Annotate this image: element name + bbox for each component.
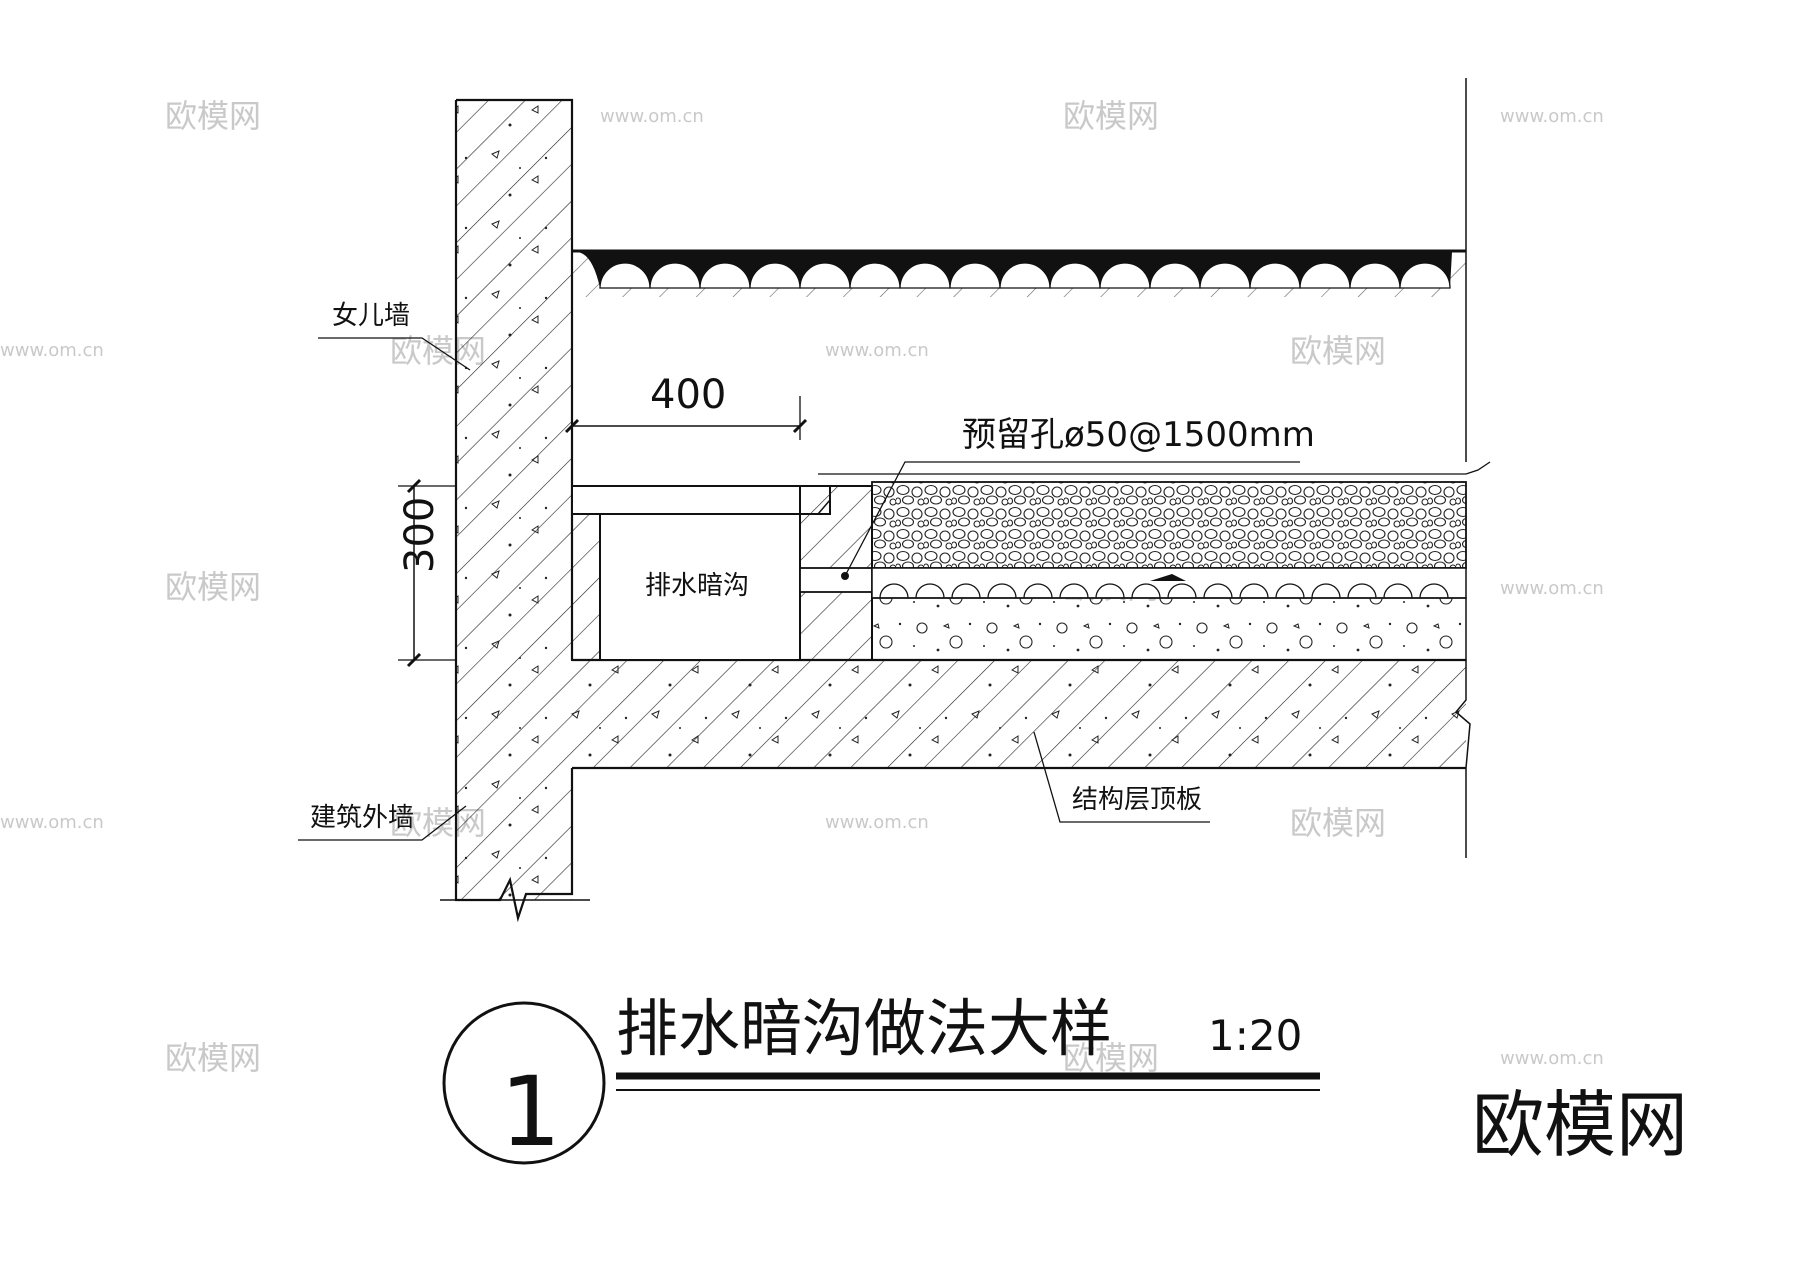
drain-inner-wall	[571, 513, 601, 661]
annotations: 女儿墙 建筑外墙 结构层顶板 预留孔ø50@1500mm	[298, 301, 1315, 841]
drain-cavity	[599, 513, 801, 661]
detail-number: 1	[500, 1056, 561, 1168]
watermark-url: www.om.cn	[825, 340, 929, 361]
parapet-label: 女儿墙	[332, 301, 410, 331]
watermark-url: www.om.cn	[1500, 578, 1604, 599]
exterior-wall-label: 建筑外墙	[310, 803, 414, 833]
watermark-brand: 欧模网	[1063, 1039, 1159, 1077]
watermark-url: www.om.cn	[0, 812, 104, 833]
watermark-url: www.om.cn	[0, 340, 104, 361]
wall	[440, 98, 590, 923]
roof-slab	[572, 658, 1471, 770]
gravel-layer	[871, 481, 1467, 569]
width-dimension: 400	[650, 372, 726, 418]
watermark-brand: 欧模网	[1063, 97, 1159, 135]
drain-label: 排水暗沟	[645, 571, 749, 601]
soil-surface	[572, 78, 1467, 858]
watermark-url: www.om.cn	[1500, 106, 1604, 127]
drawing-title: 排水暗沟做法大样	[616, 992, 1112, 1065]
hole-label: 预留孔ø50@1500mm	[962, 415, 1315, 455]
drain-channel: 排水暗沟	[571, 485, 873, 661]
layers	[818, 461, 1491, 661]
height-dimension: 300	[397, 497, 443, 573]
drain-cover-plate	[571, 485, 831, 515]
parapet-wall-aggregate	[456, 100, 572, 900]
flow-arrow	[1150, 574, 1186, 581]
drawing-scale: 1:20	[1208, 1011, 1302, 1060]
drain-board-arcs	[879, 583, 1449, 599]
watermark-brand: 欧模网	[1290, 332, 1386, 370]
watermark-url: www.om.cn	[600, 106, 704, 127]
slab-aggregate	[572, 660, 1466, 768]
title-block: 1 排水暗沟做法大样 1:20	[442, 992, 1320, 1168]
outlet-pipe	[799, 567, 873, 593]
screed-layer	[871, 597, 1467, 661]
slab-label: 结构层顶板	[1072, 785, 1202, 815]
scallop-arcs	[599, 262, 1451, 289]
watermark-brand: 欧模网	[165, 97, 261, 135]
watermark-url: www.om.cn	[825, 812, 929, 833]
detail-number-circle	[442, 1001, 606, 1165]
dimension-height: 300	[397, 478, 456, 668]
watermark-brand: 欧模网	[165, 568, 261, 606]
watermark-url: www.om.cn	[1500, 1048, 1604, 1069]
dimension-width: 400	[564, 372, 808, 440]
brand-logo: 欧模网	[1472, 1083, 1688, 1167]
watermark-brand: 欧模网	[165, 1039, 261, 1077]
watermark-brand: 欧模网	[1290, 804, 1386, 842]
